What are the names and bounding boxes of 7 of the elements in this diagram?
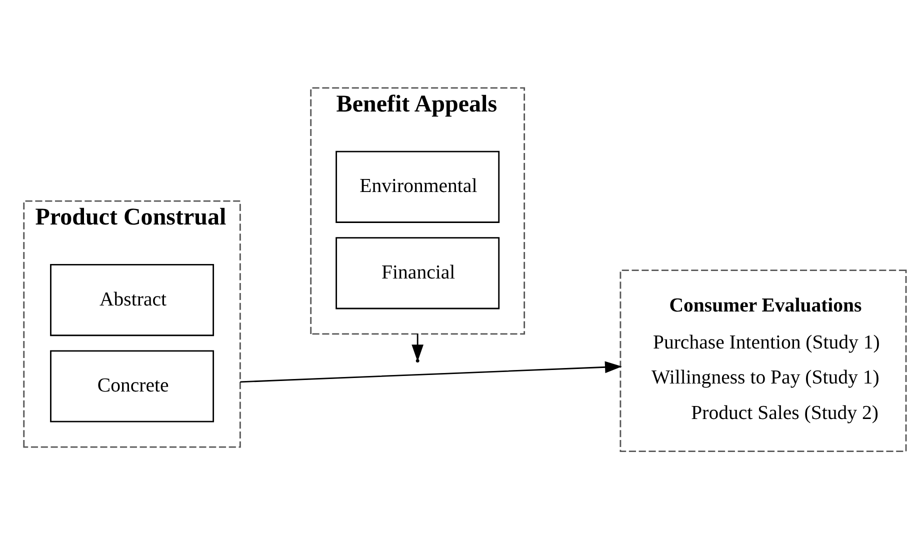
node-box: Financial <box>336 237 500 310</box>
node-box: Abstract <box>50 264 214 336</box>
arrow <box>240 361 622 383</box>
node-box: Concrete <box>50 350 214 422</box>
arrow <box>412 334 424 362</box>
node-box: Consumer Evaluations Purchase Intention (Study 1) Willingness to Pay (Study 1) Product Sales (Study 2) <box>620 270 907 452</box>
node-box: Environmental <box>336 150 500 223</box>
